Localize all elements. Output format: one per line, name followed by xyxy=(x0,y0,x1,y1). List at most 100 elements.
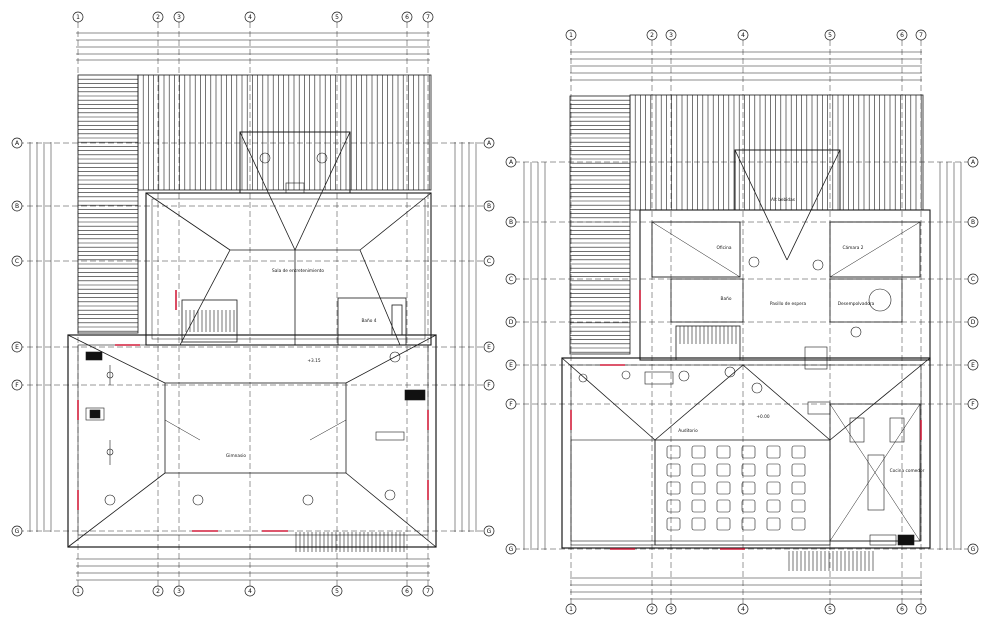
grid-bubble-top-label: 3 xyxy=(177,14,181,21)
room-label-kitchen: Cocina comedor xyxy=(890,468,925,474)
floor-plan-left xyxy=(18,22,490,590)
grid-bubble-right: G xyxy=(967,543,979,555)
grid-bubble-left: B xyxy=(505,216,517,228)
auditorium-seat xyxy=(716,517,731,531)
auditorium-seat xyxy=(766,463,781,477)
grid-bubble-bottom: 3 xyxy=(173,585,185,597)
grid-bubble-top-label: 4 xyxy=(741,32,745,39)
grid-bubble-bottom-label: 4 xyxy=(248,588,252,595)
grid-bubble-bottom-label: 3 xyxy=(669,606,673,613)
grid-bubble-top: 4 xyxy=(244,11,256,23)
grid-bubble-left: E xyxy=(505,359,517,371)
grid-bubble-bottom: 3 xyxy=(665,603,677,615)
auditorium-seat xyxy=(791,445,806,459)
grid-bubble-top: 2 xyxy=(152,11,164,23)
grid-bubble-bottom-label: 1 xyxy=(76,588,80,595)
grid-bubble-left-label: C xyxy=(509,276,513,283)
room-label-bath: Baño xyxy=(721,296,732,302)
grid-bubble-left: A xyxy=(11,137,23,149)
grid-bubble-top: 2 xyxy=(646,29,658,41)
grid-bubble-left-label: F xyxy=(509,401,513,408)
grid-bubble-top-label: 3 xyxy=(669,32,673,39)
auditorium-seat xyxy=(791,517,806,531)
grid-bubble-left: A xyxy=(505,156,517,168)
grid-bubble-top: 5 xyxy=(331,11,343,23)
grid-bubble-right-label: G xyxy=(971,546,976,553)
grid-bubble-right: D xyxy=(967,316,979,328)
auditorium-seat xyxy=(741,499,756,513)
grid-bubble-left-label: B xyxy=(509,219,513,226)
level-mark-left: +3.15 xyxy=(307,358,320,364)
grid-bubble-right-label: B xyxy=(487,203,491,210)
grid-bubble-bottom: 4 xyxy=(244,585,256,597)
grid-bubble-bottom-label: 4 xyxy=(741,606,745,613)
office-room xyxy=(651,221,741,278)
grid-bubble-right: F xyxy=(483,379,495,391)
level-mark-right: +0.00 xyxy=(756,414,769,420)
grid-bubble-right-label: A xyxy=(971,159,976,166)
grid-bubble-right-label: F xyxy=(971,401,975,408)
grid-bubble-left-label: A xyxy=(15,140,20,147)
auditorium-seat xyxy=(716,481,731,495)
grid-bubble-top: 7 xyxy=(915,29,927,41)
auditorium-seat xyxy=(791,481,806,495)
grid-bubble-left-label: E xyxy=(509,362,513,369)
auditorium-seat xyxy=(766,499,781,513)
auditorium-seat xyxy=(741,463,756,477)
auditorium-seat xyxy=(691,445,706,459)
auditorium-seat xyxy=(691,517,706,531)
grid-bubble-right: G xyxy=(483,525,495,537)
grid-bubble-left-label: G xyxy=(509,546,514,553)
grid-bubble-right: E xyxy=(483,341,495,353)
grid-bubble-left: D xyxy=(505,316,517,328)
room-label-drinks: Alt bebidas xyxy=(771,197,796,203)
red-wall-accents xyxy=(77,290,429,532)
grid-bubble-bottom: 1 xyxy=(565,603,577,615)
auditorium-seat xyxy=(666,445,681,459)
grid-bubble-bottom: 5 xyxy=(331,585,343,597)
grid-bubble-bottom: 6 xyxy=(401,585,413,597)
grid-bubble-left: F xyxy=(11,379,23,391)
dimension-lines-right xyxy=(454,142,477,532)
grid-bubble-top: 3 xyxy=(665,29,677,41)
auditorium-seat xyxy=(766,481,781,495)
grid-bubble-bottom: 2 xyxy=(152,585,164,597)
grid-bubble-bottom-label: 7 xyxy=(426,588,430,595)
grid-bubble-top: 3 xyxy=(173,11,185,23)
roof-hatch-top xyxy=(629,94,924,211)
auditorium-seat xyxy=(666,499,681,513)
grid-bubble-bottom: 1 xyxy=(72,585,84,597)
grid-bubble-top: 7 xyxy=(422,11,434,23)
grid-bubble-top-label: 7 xyxy=(426,14,430,21)
grid-bubble-top: 4 xyxy=(737,29,749,41)
auditorium-seat xyxy=(766,517,781,531)
grid-bubble-left-label: F xyxy=(15,382,19,389)
gym-equipment xyxy=(85,152,426,506)
auditorium-room xyxy=(561,357,931,549)
grid-bubble-bottom: 5 xyxy=(824,603,836,615)
grid-bubble-left: G xyxy=(11,525,23,537)
roof-hatch-top xyxy=(137,74,432,191)
grid-bubble-bottom-label: 7 xyxy=(919,606,923,613)
grid-bubble-left-label: G xyxy=(15,528,20,535)
grid-bubble-right-label: D xyxy=(971,319,976,326)
grid-bubble-right: F xyxy=(967,398,979,410)
grid-bubble-left: E xyxy=(11,341,23,353)
grid-bubble-bottom: 7 xyxy=(915,603,927,615)
grid-bubble-top-label: 1 xyxy=(569,32,573,39)
grid-bubble-right: C xyxy=(483,255,495,267)
grid-bubble-top-label: 5 xyxy=(828,32,832,39)
dimension-lines-top xyxy=(570,51,922,81)
dimension-lines-left xyxy=(523,162,546,550)
dimension-lines-left xyxy=(29,142,52,532)
grid-bubble-left-label: E xyxy=(15,344,19,351)
red-wall-accents xyxy=(570,290,922,550)
grid-bubble-top: 1 xyxy=(565,29,577,41)
grid-bubble-top: 6 xyxy=(896,29,908,41)
auditorium-seat xyxy=(666,517,681,531)
grid-bubble-bottom-label: 2 xyxy=(650,606,654,613)
dimension-lines-bottom xyxy=(76,558,430,581)
grid-bubble-bottom: 4 xyxy=(737,603,749,615)
grid-bubble-bottom-label: 5 xyxy=(828,606,832,613)
